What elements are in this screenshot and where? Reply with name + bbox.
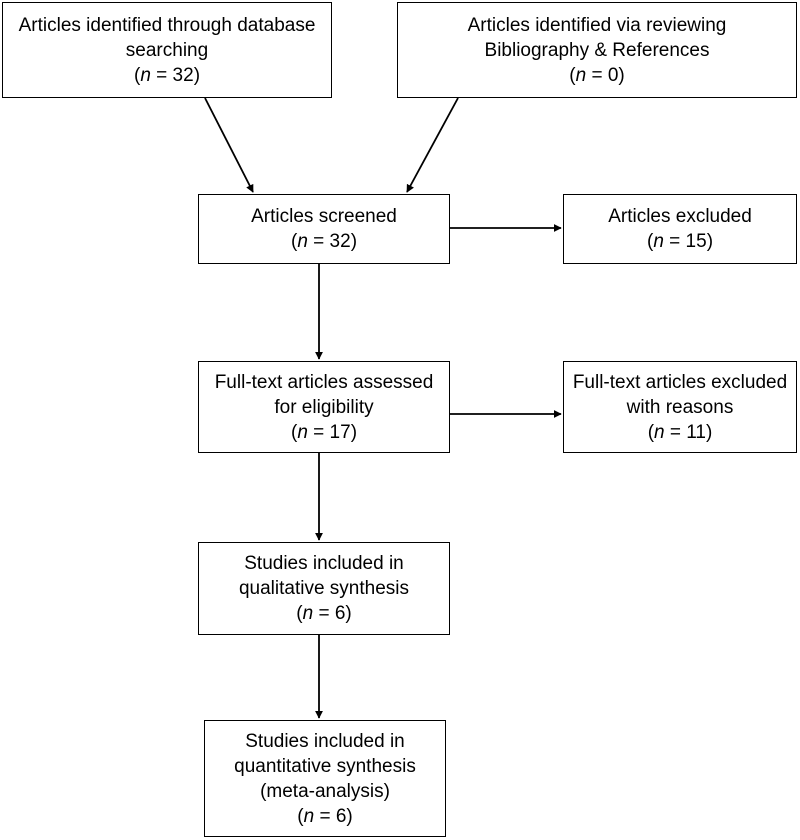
box-articles-screened: Articles screened (n = 32) xyxy=(198,194,450,264)
box-text-line: searching xyxy=(125,39,209,61)
n-symbol: n xyxy=(140,64,151,86)
n-symbol: n xyxy=(297,231,308,252)
count-value: 32 xyxy=(329,231,351,252)
box-qualitative-synthesis: Studies included in qualitative synthesi… xyxy=(198,542,450,635)
box-articles-excluded: Articles excluded (n = 15) xyxy=(563,194,797,264)
n-symbol: n xyxy=(297,421,308,443)
box-quantitative-synthesis: Studies included in quantitative synthes… xyxy=(204,720,446,837)
box-text-line: Articles identified through database xyxy=(18,14,316,36)
box-text-line: Full-text articles assessed xyxy=(214,371,434,393)
count-label: (n = 15) xyxy=(646,231,714,252)
box-database-search: Articles identified through database sea… xyxy=(2,2,332,98)
count-value: 6 xyxy=(335,805,347,827)
box-text-line: with reasons xyxy=(626,396,734,418)
box-text-line: Articles screened xyxy=(251,206,397,227)
box-text-line: Full-text articles excluded xyxy=(572,371,788,393)
box-text-line: Articles identified via reviewing xyxy=(467,14,727,36)
box-text-line: qualitative synthesis xyxy=(238,578,410,599)
n-symbol: n xyxy=(303,805,315,827)
n-symbol: n xyxy=(302,603,314,624)
count-value: 6 xyxy=(334,603,346,624)
box-bibliography-references: Articles identified via reviewing Biblio… xyxy=(397,2,797,98)
arrow-references-to-screened xyxy=(406,97,459,193)
count-label: (n = 0) xyxy=(569,64,625,86)
count-value: 0 xyxy=(607,64,619,86)
count-label: (n = 32) xyxy=(290,231,358,252)
n-symbol: n xyxy=(654,421,665,443)
arrow-db-to-screened xyxy=(204,97,254,193)
count-label: (n = 32) xyxy=(133,64,201,86)
box-fulltext-excluded: Full-text articles excluded with reasons… xyxy=(563,361,797,453)
count-value: 15 xyxy=(685,231,707,252)
box-text-line: quantitative synthesis xyxy=(234,755,416,777)
box-fulltext-assessed: Full-text articles assessed for eligibil… xyxy=(198,361,450,453)
count-label: (n = 6) xyxy=(296,603,352,624)
count-value: 11 xyxy=(686,421,706,443)
box-text-line: Studies included in xyxy=(244,553,404,574)
count-label: (n = 6) xyxy=(297,805,353,827)
box-text-line: for eligibility xyxy=(274,396,374,418)
box-text-line: Articles excluded xyxy=(608,206,752,227)
box-text-line: (meta-analysis) xyxy=(260,780,390,802)
count-label: (n = 17) xyxy=(290,421,358,443)
box-text-line: Studies included in xyxy=(245,730,405,752)
n-symbol: n xyxy=(653,231,664,252)
count-label: (n = 11) xyxy=(647,421,713,443)
n-symbol: n xyxy=(575,64,587,86)
count-value: 17 xyxy=(329,421,351,443)
box-text-line: Bibliography & References xyxy=(484,39,710,61)
count-value: 32 xyxy=(172,64,194,86)
